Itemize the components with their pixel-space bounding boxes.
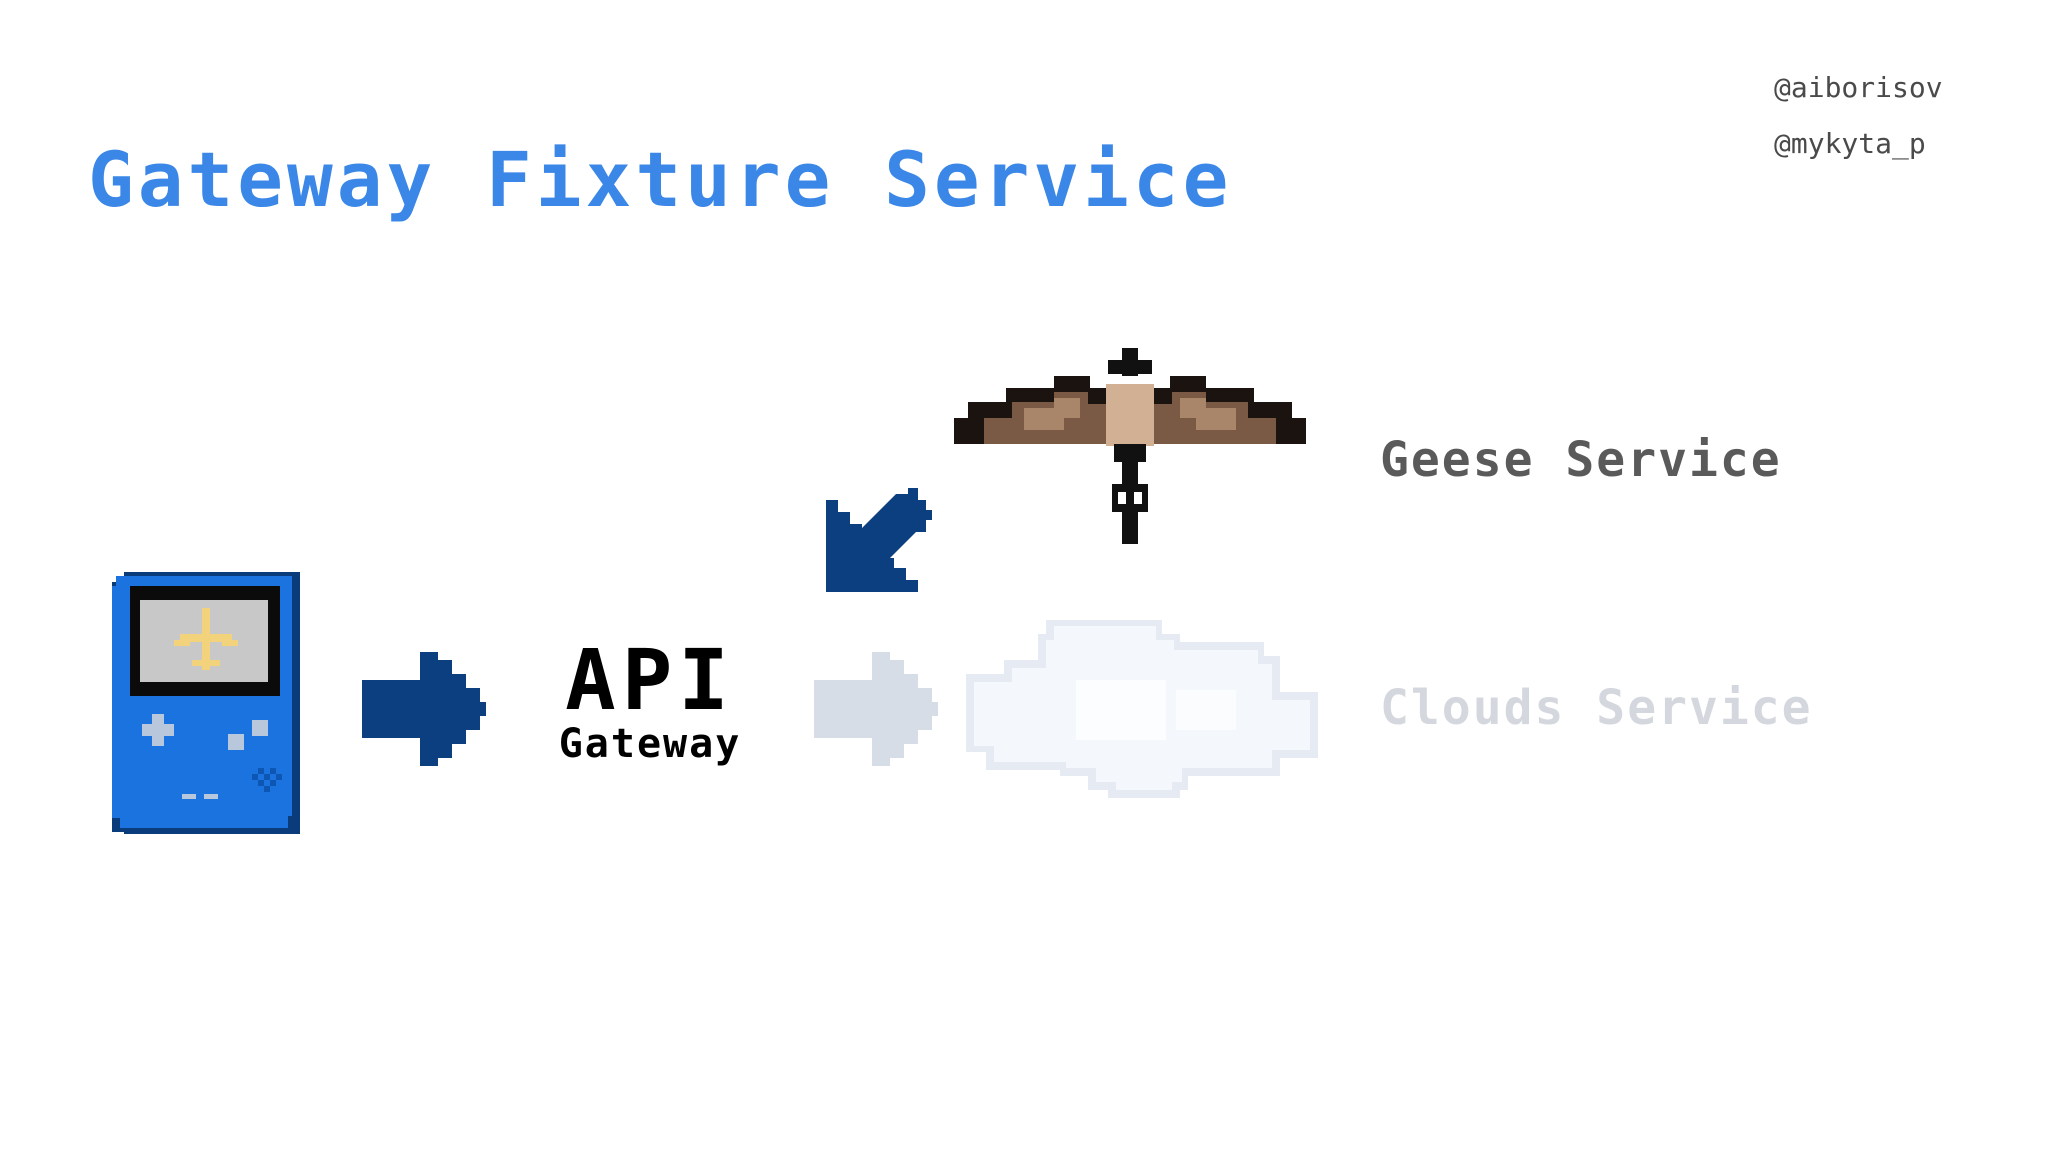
api-gateway-title: API [565, 631, 735, 729]
airplane-icon [174, 608, 238, 670]
arrow-right-icon [362, 652, 486, 766]
author-handle: @mykyta_p [1774, 127, 1926, 160]
author-handle: @aiborisov [1774, 71, 1943, 104]
flying-goose-icon [954, 348, 1306, 544]
geese-service-label: Geese Service [1380, 432, 1782, 488]
author-handles: @aiborisov @mykyta_p [1774, 60, 1943, 172]
clouds-service-label: Clouds Service [1380, 680, 1813, 736]
arrow-right-faded-icon [814, 652, 938, 766]
cloud-icon [966, 620, 1318, 798]
arrow-down-left-icon [826, 488, 932, 592]
api-gateway-subtitle: Gateway [558, 721, 742, 767]
handheld-console-icon [112, 572, 300, 834]
slide-title: Gateway Fixture Service [88, 135, 1233, 224]
